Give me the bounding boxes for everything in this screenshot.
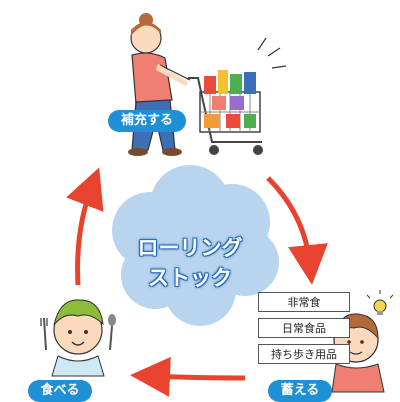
step-label-eat: 食べる <box>28 380 92 402</box>
center-title-line-2: ストック <box>148 266 232 290</box>
stock-item-emergency-food: 非常食 <box>258 292 350 312</box>
shopping-cart-person-icon <box>128 13 287 156</box>
stock-item-carry-goods: 持ち歩き用品 <box>258 344 350 364</box>
arrow-eat-to-replenish <box>66 167 104 286</box>
stock-item-daily-food: 日常食品 <box>258 318 350 338</box>
cloud-shape <box>112 165 279 326</box>
step-label-replenish: 補充する <box>108 110 186 132</box>
arrow-store-to-eat <box>130 356 246 397</box>
step-label-store: 蓄える <box>268 380 332 402</box>
eating-child-icon <box>40 299 116 377</box>
center-title-line-1: ローリング <box>137 236 243 260</box>
arrow-replenish-to-store <box>266 176 328 285</box>
